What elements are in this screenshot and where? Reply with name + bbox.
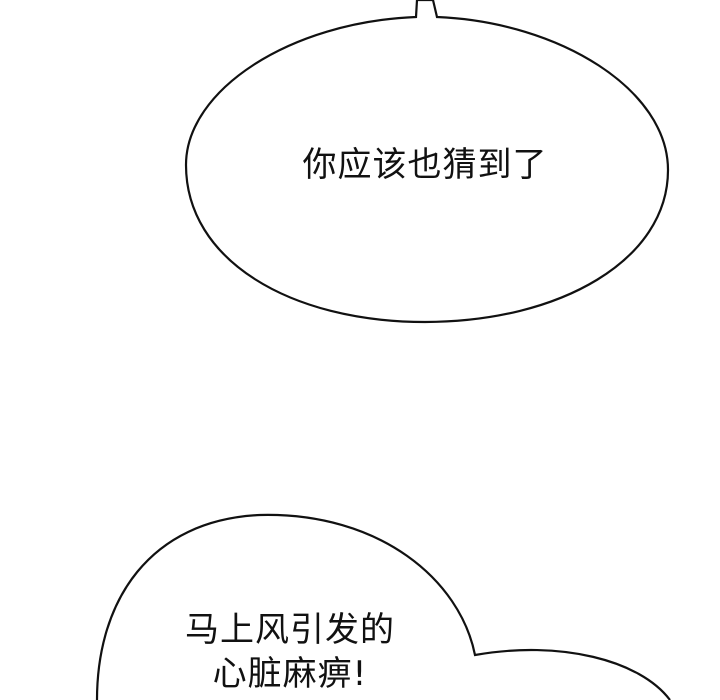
bubble-1-line-1: 你应该也猜到了 [302,145,548,185]
speech-bubble-2-text: 马上风引发的 心脏麻痹! [140,608,440,696]
bubble-2-line-1: 马上风引发的 [185,610,395,650]
bubble-2-line-2: 心脏麻痹! [212,654,368,694]
speech-bubble-2-outline [95,513,671,700]
speech-bubble-1-outline [184,0,670,324]
speech-bubble-1-text: 你应该也猜到了 [270,143,580,187]
